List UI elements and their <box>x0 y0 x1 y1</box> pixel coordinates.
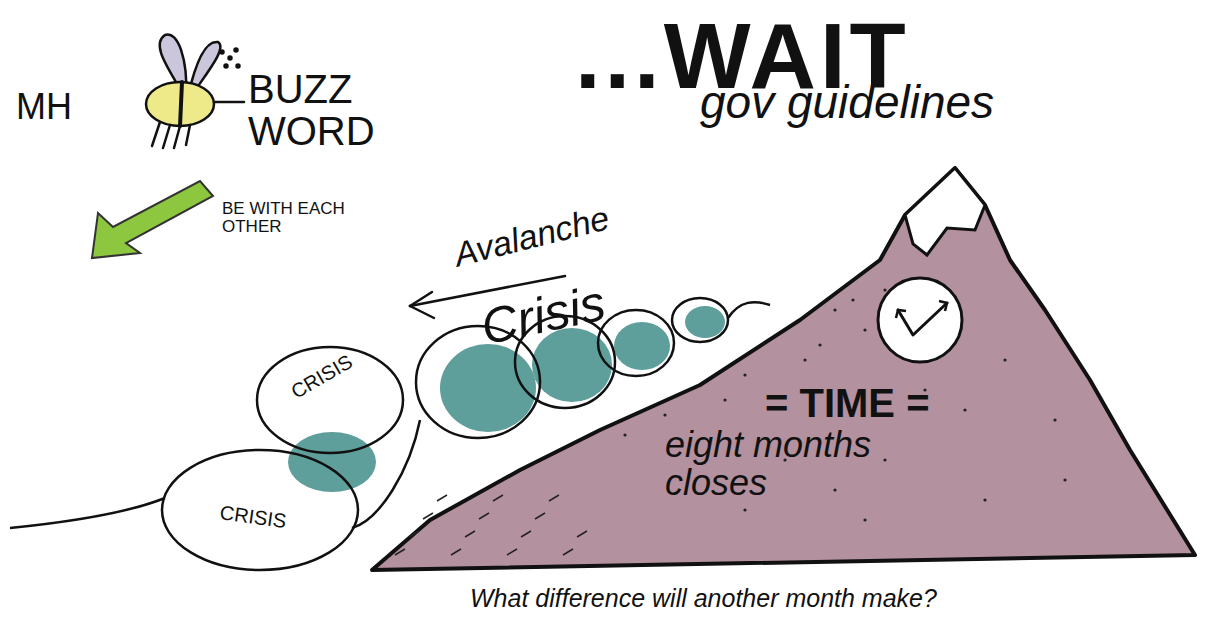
duration-text: eight months closes <box>665 426 925 502</box>
crisis-circle: CRISIS <box>160 448 360 572</box>
crisis-text: CRISIS <box>219 502 341 539</box>
hatching <box>395 495 587 555</box>
clock-hand-tip <box>896 310 906 318</box>
avalanche-label: Avalanche <box>451 176 712 274</box>
texture-dots <box>623 288 1066 521</box>
caption-text: What difference will another month make? <box>470 585 1200 611</box>
subtitle-label: gov guidelines <box>700 78 1200 126</box>
note-label: BE WITH EACH OTHER <box>222 200 372 236</box>
crisis-text: CRISIS <box>288 329 394 402</box>
loop-outline <box>162 450 358 570</box>
bee-drawing <box>146 34 244 148</box>
mountain-body <box>372 168 1195 570</box>
mh-label: MH <box>16 88 116 126</box>
crisis-circle: CRISIS <box>255 345 405 455</box>
buzz-word-label: BUZZ WORD <box>248 68 418 152</box>
mountain-shape: = TIME =eight months closes <box>365 160 1200 580</box>
time-text: = TIME = <box>765 382 1025 424</box>
green-arrow <box>92 181 213 258</box>
clock-hands <box>898 303 947 335</box>
mountain-shape-outline <box>365 160 1200 580</box>
clock-hand-tip <box>939 301 947 311</box>
clock-face <box>878 278 962 362</box>
snow-cap <box>905 168 985 255</box>
